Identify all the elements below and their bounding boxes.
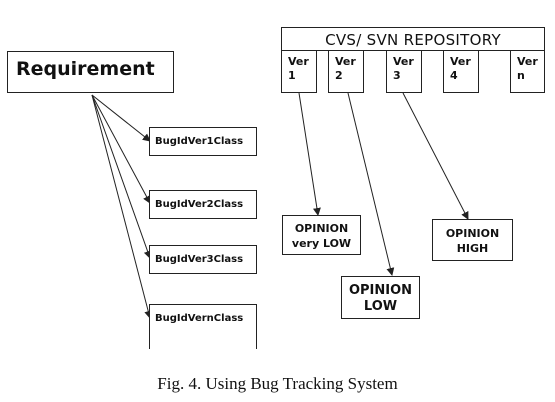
bug-class-box-vern: BugIdVernClass xyxy=(149,304,257,349)
opinion-level: very LOW xyxy=(291,237,352,250)
arrow-req-to-vernclass xyxy=(91,94,153,319)
version-label: Ver xyxy=(288,55,309,68)
opinion-label: OPINION xyxy=(348,283,413,298)
bug-class-label: BugIdVer3Class xyxy=(155,254,244,265)
version-box-4: Ver 4 xyxy=(443,50,479,93)
bug-class-box-ver2: BugIdVer2Class xyxy=(149,190,257,219)
version-number: 4 xyxy=(450,69,458,82)
arrow-ver2-to-opinion-low xyxy=(347,92,395,276)
bug-class-label: BugIdVer1Class xyxy=(155,136,244,147)
version-number: 3 xyxy=(393,69,401,82)
requirement-label: Requirement xyxy=(16,58,155,80)
opinion-very-low-box: OPINION very LOW xyxy=(282,215,361,255)
repository-title: CVS/ SVN REPOSITORY xyxy=(325,31,501,49)
opinion-label: OPINION xyxy=(294,222,349,235)
arrow-ver3-to-opinion-high xyxy=(402,92,469,220)
version-label: Ver xyxy=(517,55,538,68)
opinion-high-box: OPINION HIGH xyxy=(432,219,513,261)
requirement-box: Requirement xyxy=(7,51,174,93)
opinion-label: OPINION xyxy=(445,227,500,240)
version-label: Ver xyxy=(335,55,356,68)
bug-class-label: BugIdVernClass xyxy=(155,313,244,324)
bug-class-box-ver1: BugIdVer1Class xyxy=(149,127,257,156)
version-box-1: Ver 1 xyxy=(281,50,317,93)
version-number: n xyxy=(517,69,525,82)
arrow-req-to-ver2class xyxy=(91,94,151,204)
version-box-n: Ver n xyxy=(510,50,545,93)
version-number: 2 xyxy=(335,69,343,82)
opinion-low-box: OPINION LOW xyxy=(341,276,420,319)
version-number: 1 xyxy=(288,69,296,82)
opinion-level: LOW xyxy=(363,299,398,314)
version-box-3: Ver 3 xyxy=(386,50,422,93)
arrow-req-to-ver3class xyxy=(91,94,152,259)
arrow-ver1-to-opinion-very-low xyxy=(298,92,321,216)
version-box-2: Ver 2 xyxy=(328,50,364,93)
figure-caption: Fig. 4. Using Bug Tracking System xyxy=(157,374,398,393)
version-label: Ver xyxy=(450,55,471,68)
repository-title-box: CVS/ SVN REPOSITORY xyxy=(281,27,545,51)
opinion-level: HIGH xyxy=(456,242,489,255)
bug-class-label: BugIdVer2Class xyxy=(155,199,244,210)
arrow-req-to-ver1class xyxy=(91,94,151,142)
version-label: Ver xyxy=(393,55,414,68)
bug-class-box-ver3: BugIdVer3Class xyxy=(149,245,257,274)
